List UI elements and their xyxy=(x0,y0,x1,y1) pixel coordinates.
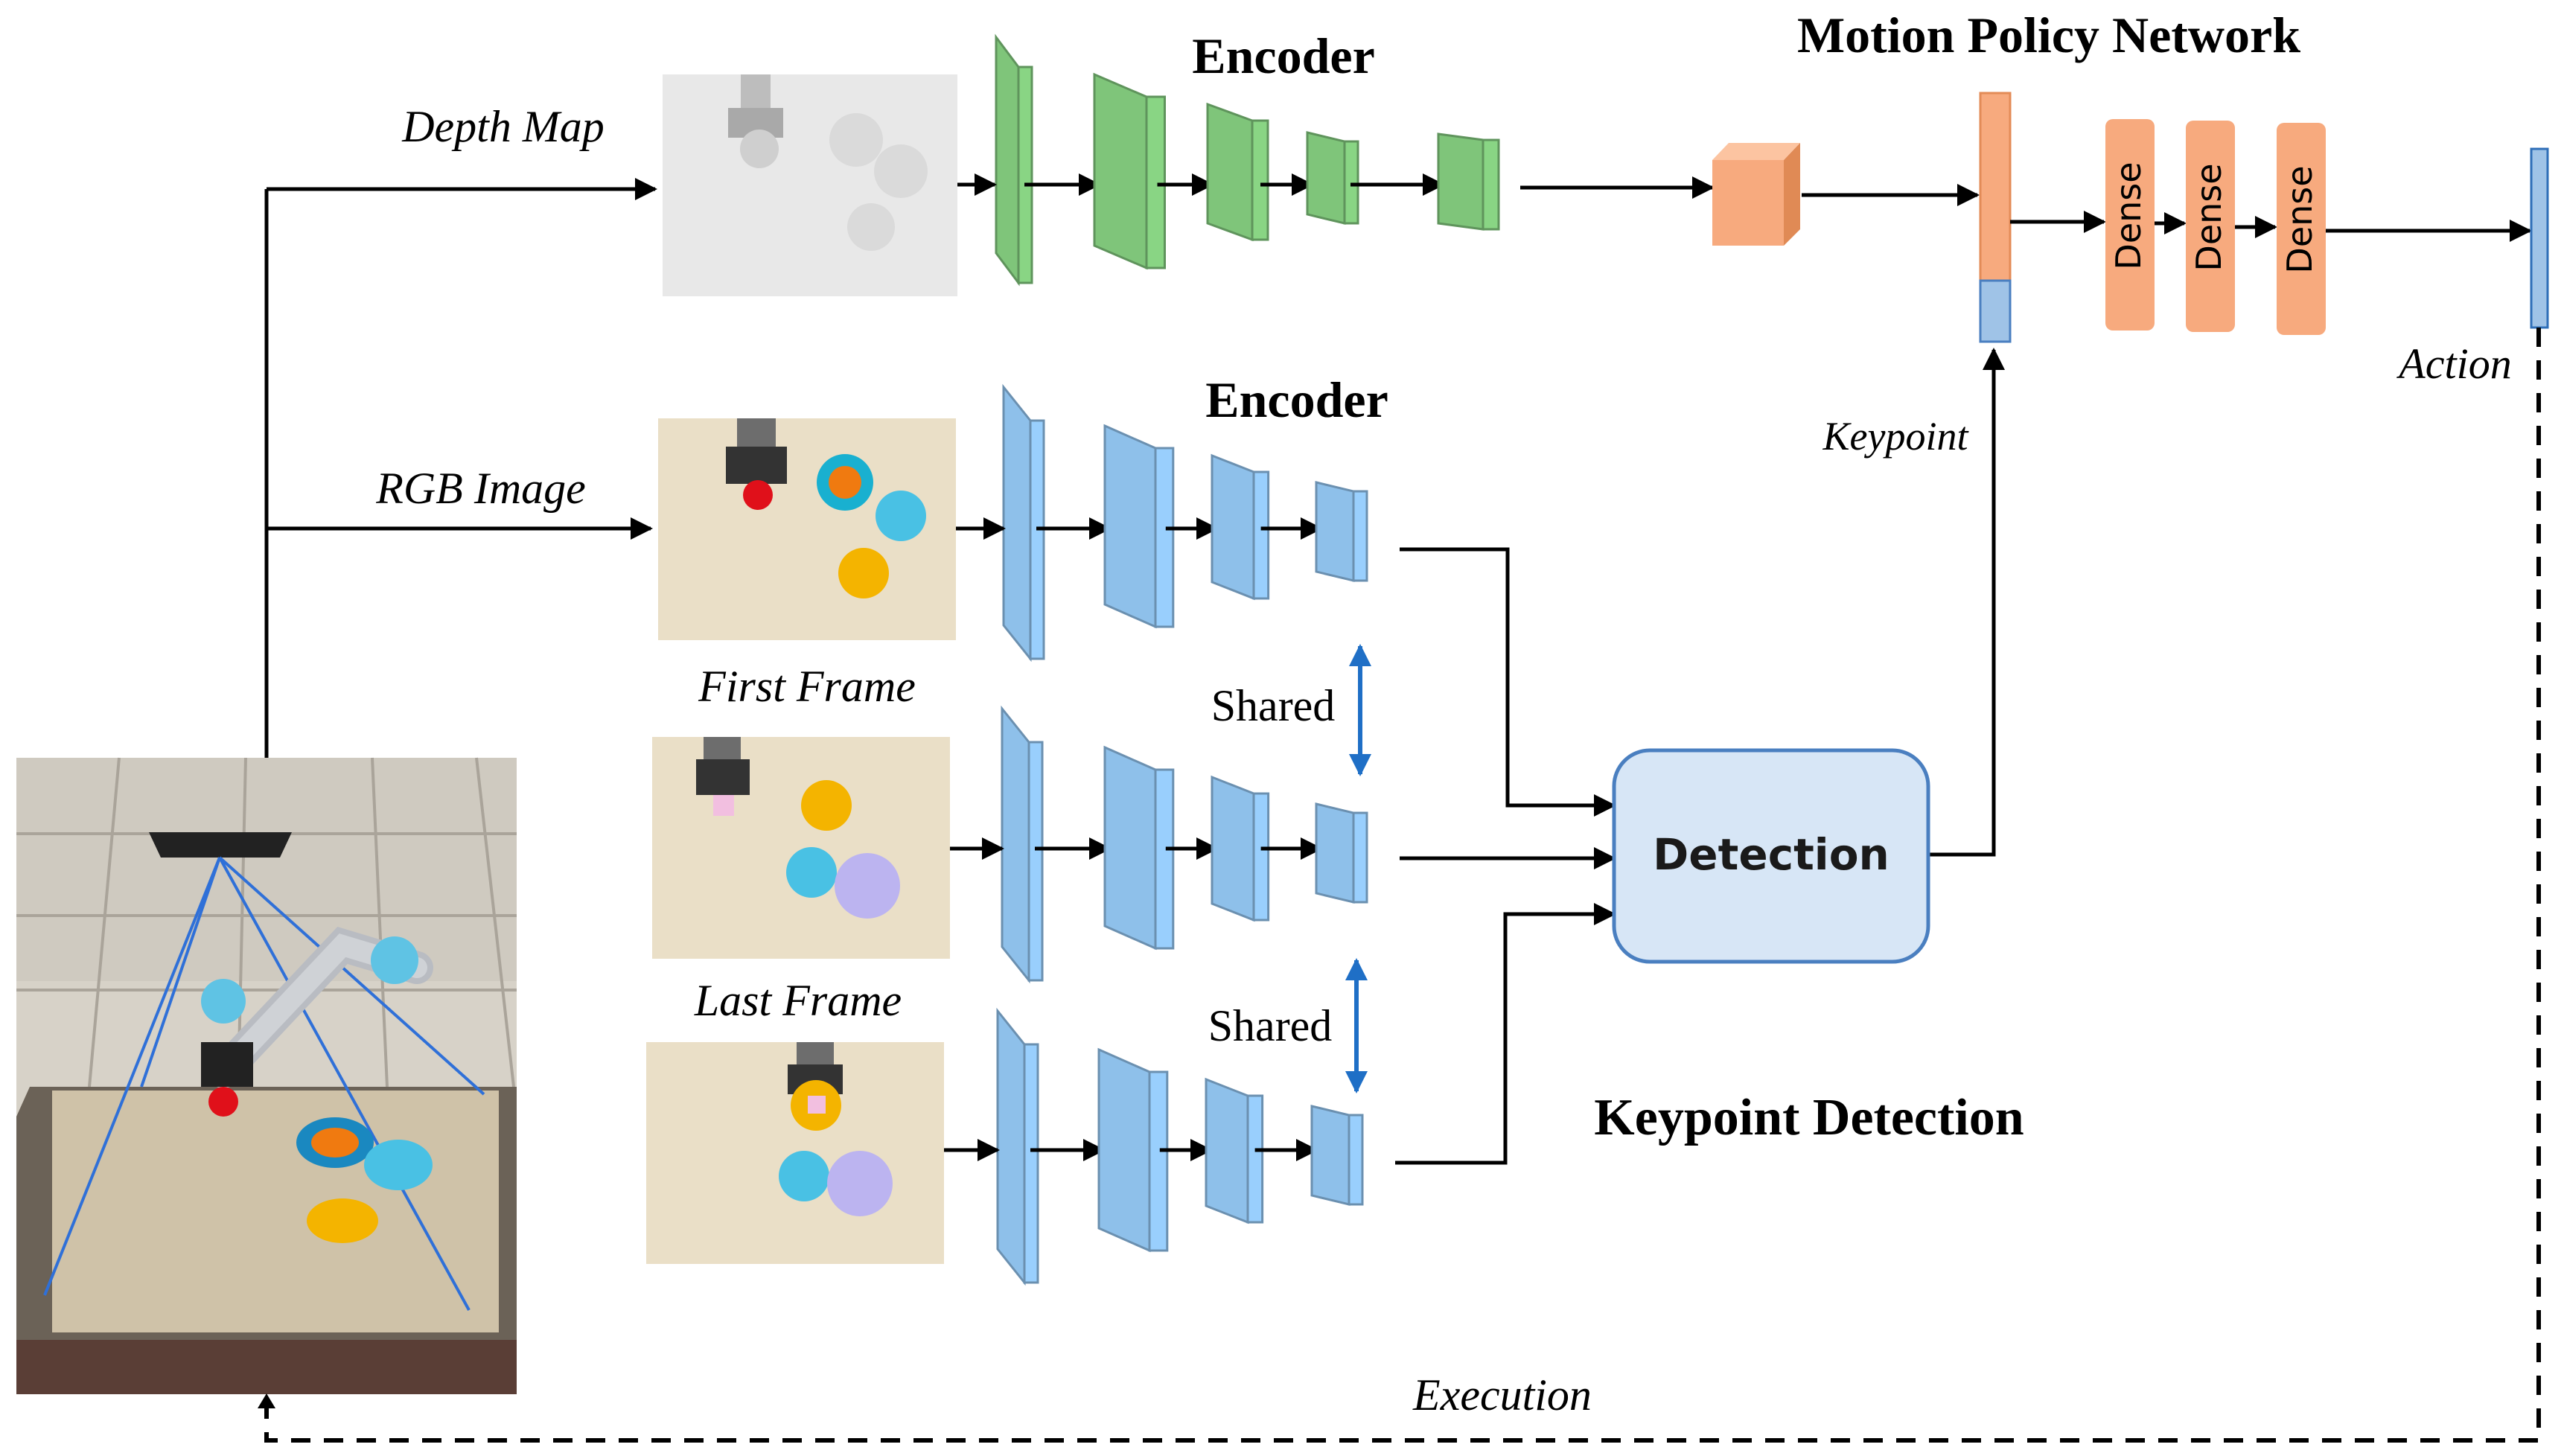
encoder-block-1 xyxy=(996,1007,1039,1286)
execution-arrowhead xyxy=(258,1393,275,1408)
encoder-block-3 xyxy=(1211,775,1270,922)
dense-layer-2 xyxy=(2186,121,2235,332)
action-vector xyxy=(2530,147,2549,329)
encoder-block-5 xyxy=(1437,132,1500,231)
detection-label: Detection xyxy=(1653,829,1889,880)
dense-layers: Dense Dense Dense xyxy=(2105,119,2326,335)
dense-label-1: Dense xyxy=(2108,162,2149,269)
encoder-block-4 xyxy=(1306,131,1359,225)
keypoint-detection-title: Keypoint Detection xyxy=(1594,1089,2024,1146)
image-to-encoder-arrows xyxy=(944,173,1006,1161)
shared-label-1: Shared xyxy=(1211,681,1336,730)
dense-label-3: Dense xyxy=(2280,165,2320,273)
last-frame-label: Last Frame xyxy=(694,976,902,1025)
encoder-block-4 xyxy=(1315,802,1368,904)
encoder-block-1 xyxy=(995,33,1033,287)
execution-label: Execution xyxy=(1412,1370,1592,1420)
concat-vector xyxy=(1979,92,2012,343)
first-frame-image xyxy=(652,737,950,959)
dense-arrows xyxy=(2010,211,2532,242)
encoder-block-4 xyxy=(1315,481,1368,582)
dense-layer-1 xyxy=(2105,119,2155,331)
shared-label-2: Shared xyxy=(1208,1001,1333,1050)
rgb-image xyxy=(658,418,956,640)
motion-policy-network-title: Motion Policy Network xyxy=(1797,7,2300,63)
depth-map-label: Depth Map xyxy=(401,102,605,151)
encoder-block-2 xyxy=(1103,424,1175,629)
input-arrows xyxy=(264,178,657,758)
encoder-block-1 xyxy=(1002,383,1045,662)
keypoint-label: Keypoint xyxy=(1822,414,1970,459)
depth-encoder-label: Encoder xyxy=(1192,28,1375,84)
depth-encoder-blocks xyxy=(995,33,1500,287)
shared-arrows xyxy=(1345,644,1371,1093)
rgb-encoder-label: Encoder xyxy=(1205,371,1388,428)
action-label: Action xyxy=(2396,339,2511,388)
encoder-block-4 xyxy=(1310,1105,1364,1206)
detection-box xyxy=(1612,748,1930,964)
first-frame-label: First Frame xyxy=(698,662,916,711)
encoder-block-2 xyxy=(1097,1047,1169,1253)
encoder-block-3 xyxy=(1205,1077,1264,1224)
encoder-block-1 xyxy=(1001,705,1044,984)
first-frame-encoder-blocks xyxy=(1001,705,1368,984)
encoder-output-arrows xyxy=(1395,176,2005,1165)
feature-cube xyxy=(1712,143,1800,246)
depth-map-image xyxy=(663,74,957,296)
encoder-block-2 xyxy=(1093,72,1166,270)
dense-label-2: Dense xyxy=(2189,163,2229,271)
encoder-block-3 xyxy=(1206,102,1269,242)
encoder-block-2 xyxy=(1103,745,1175,951)
rgb-image-label: RGB Image xyxy=(375,464,586,513)
last-frame-image xyxy=(646,1042,944,1264)
execution-loop xyxy=(264,328,2541,1443)
encoder-block-3 xyxy=(1211,453,1270,601)
last-frame-encoder-blocks xyxy=(996,1007,1364,1286)
dense-layer-3 xyxy=(2277,123,2326,335)
rgb-encoder-blocks xyxy=(1002,383,1368,662)
robot-scene-image xyxy=(16,757,517,1394)
